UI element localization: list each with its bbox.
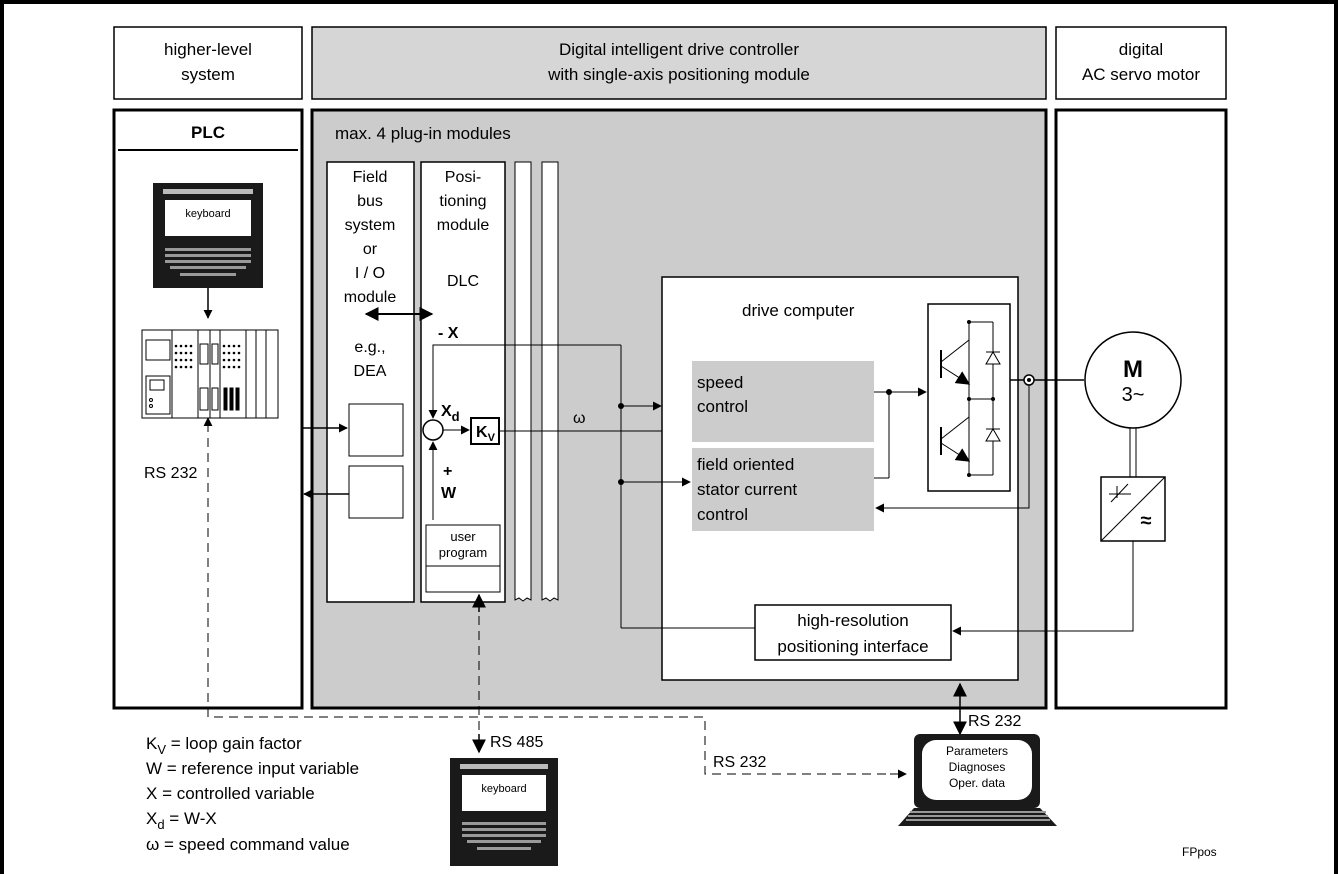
summing-junction [422, 419, 444, 441]
plc-rack-leds [174, 344, 241, 369]
plc-keyboard-terminal: keyboard [153, 183, 263, 288]
current-feedback-line [875, 385, 1030, 513]
feedback-x-line [428, 344, 621, 419]
kv-label: KV [476, 424, 496, 444]
fieldbus-example-line2: DEA [354, 363, 387, 380]
empty-slot-4 [541, 161, 559, 602]
current-sensor-dot [1027, 378, 1031, 382]
speed-control-block [692, 361, 874, 442]
fieldbus-line3: system [345, 217, 396, 234]
modules-title: max. 4 plug-in modules [335, 124, 511, 143]
header-center-line1: Digital intelligent drive controller [559, 40, 799, 59]
pc-screen-line1: Parameters [946, 744, 1008, 758]
interface-line1: high-resolution [797, 611, 909, 630]
junction-dot [618, 403, 624, 409]
empty-slot-3 [514, 161, 532, 602]
current-control-line1: field oriented [697, 455, 794, 474]
fieldbus-line4: or [363, 241, 378, 258]
header-controller [311, 26, 1047, 100]
pc-terminal [898, 734, 1057, 826]
omega-label: ω [573, 410, 586, 427]
header-left-line1: higher-level [164, 40, 252, 59]
legend-item-x: X = controlled variable [146, 784, 315, 803]
current-control-block [692, 448, 874, 531]
user-program-box [425, 524, 501, 593]
plc-keyboard-label: keyboard [185, 208, 230, 220]
legend-item-kv: KV = loop gain factor [146, 734, 302, 757]
header-right-line2: AC servo motor [1082, 65, 1200, 84]
interface-line2: positioning interface [777, 637, 928, 656]
fieldbus-output-block [348, 465, 404, 519]
encoder-icon [1100, 476, 1166, 542]
plc-title: PLC [191, 123, 225, 142]
dlc-label: DLC [447, 273, 479, 290]
bottom-keyboard-terminal [450, 758, 558, 866]
legend-item-omega: ω = speed command value [146, 835, 350, 854]
figure-id: FPpos [1182, 845, 1217, 859]
rs232-right-label: RS 232 [968, 713, 1021, 730]
encoder-feedback-line [952, 541, 1134, 636]
user-program-line1: user [450, 529, 476, 544]
positioning-line1: Posi- [445, 169, 481, 186]
fieldbus-example-line1: e.g., [354, 339, 385, 356]
header-motor [1055, 26, 1227, 100]
user-program-line2: program [439, 545, 487, 560]
positioning-line2: tioning [439, 193, 486, 210]
legend-item-xd: Xd = W-X [146, 809, 217, 832]
current-control-line3: control [697, 505, 748, 524]
rs232-left-label: RS 232 [713, 754, 766, 771]
current-control-line2: stator current [697, 480, 797, 499]
plus-label: + [443, 463, 452, 480]
xd-label: Xd [441, 403, 460, 424]
pc-screen-line2: Diagnoses [949, 760, 1006, 774]
encoder-symbol: ≈ [1141, 510, 1152, 532]
motor-icon [1084, 331, 1182, 429]
junction-dot [886, 389, 892, 395]
speed-control-line2: control [697, 397, 748, 416]
fieldbus-module [326, 161, 415, 603]
plc-rs232-dashed-link [207, 423, 906, 775]
motor-phases: 3~ [1122, 384, 1145, 406]
fieldbus-line6: module [344, 289, 397, 306]
header-left-line2: system [181, 65, 235, 84]
interface-block [754, 604, 952, 661]
speed-control-line1: speed [697, 373, 743, 392]
legend: KV = loop gain factor W = reference inpu… [146, 734, 359, 854]
header-higher-level [113, 26, 303, 100]
bottom-keyboard-label: keyboard [481, 783, 526, 795]
fieldbus-line1: Field [353, 169, 388, 186]
header-center-line2: with single-axis positioning module [547, 65, 810, 84]
legend-item-w: W = reference input variable [146, 759, 359, 778]
inverter-icon [927, 303, 1011, 492]
fieldbus-line5: I / O [355, 265, 385, 282]
rs485-label: RS 485 [490, 734, 543, 751]
w-label: W [441, 485, 457, 502]
plc-rs232-label: RS 232 [144, 465, 197, 482]
motor-symbol: M [1123, 356, 1143, 383]
junction-dot [618, 479, 624, 485]
drive-computer-title: drive computer [742, 301, 855, 320]
pc-screen-line3: Oper. data [949, 776, 1005, 790]
fieldbus-line2: bus [357, 193, 383, 210]
header-right-line1: digital [1119, 40, 1163, 59]
minus-x-label: - X [438, 325, 459, 342]
positioning-line3: module [437, 217, 490, 234]
fieldbus-input-block [348, 403, 404, 457]
